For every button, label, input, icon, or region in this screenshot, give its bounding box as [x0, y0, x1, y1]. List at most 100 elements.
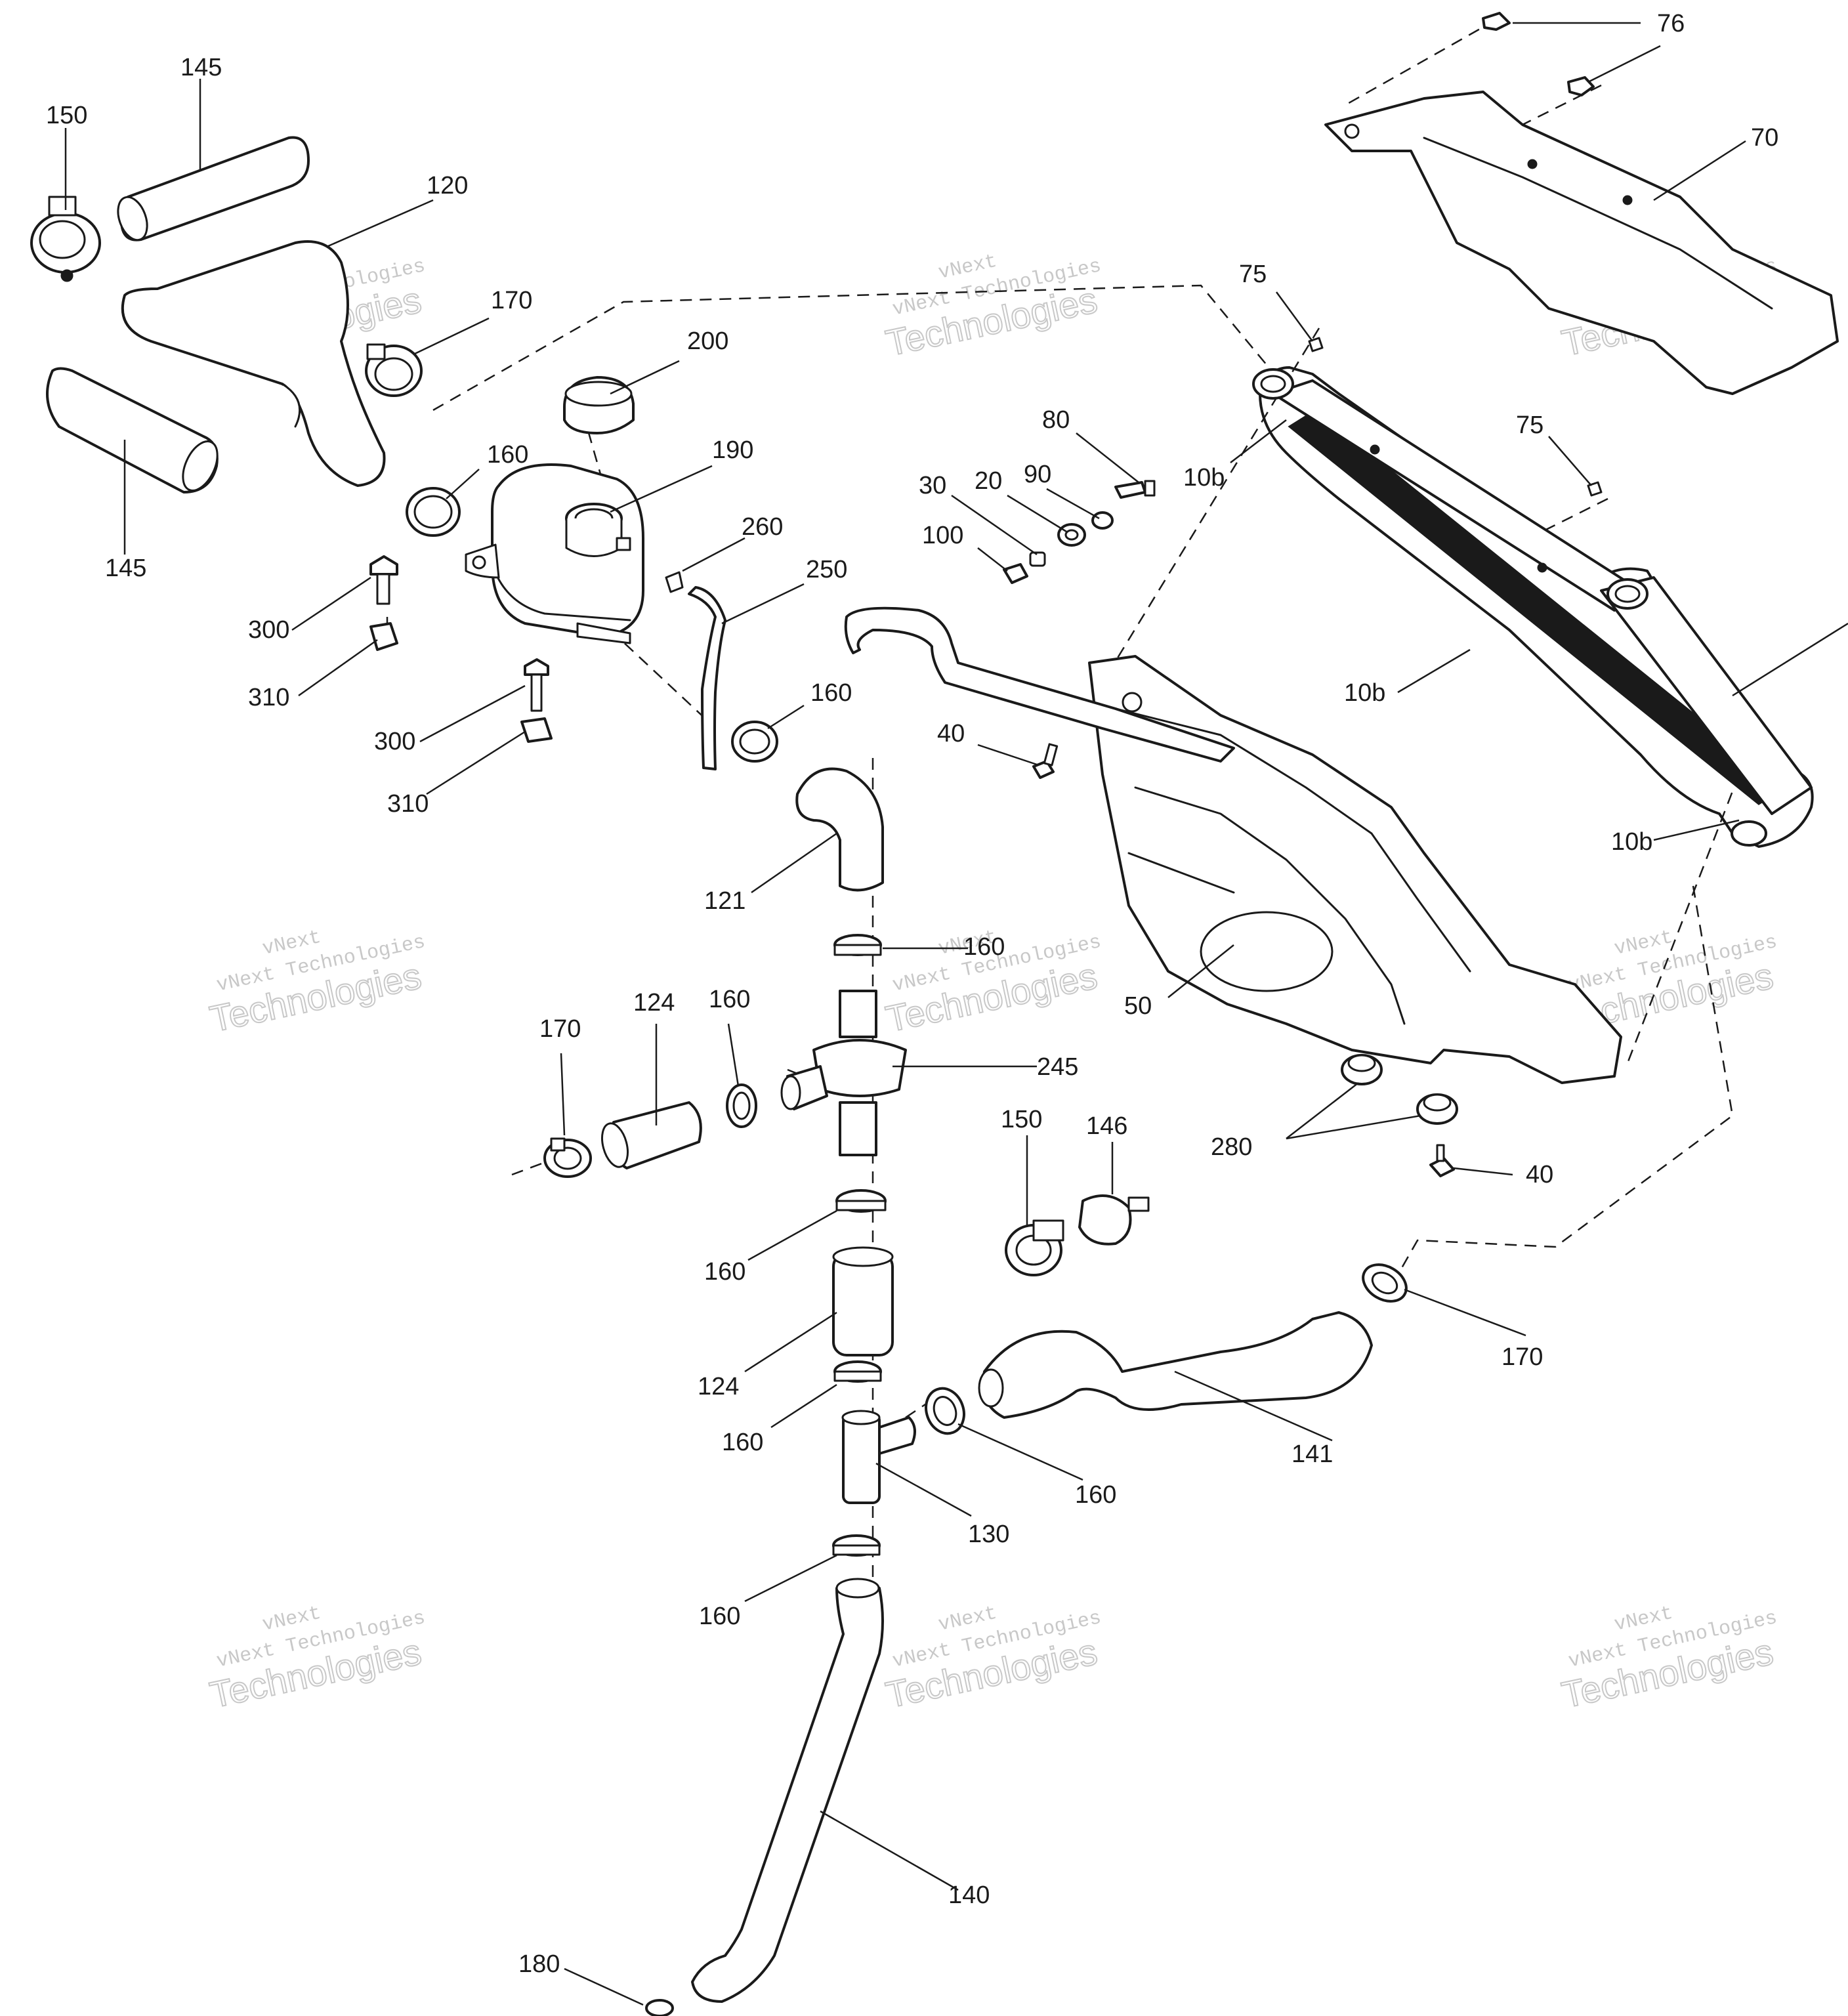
callout-145: 145: [105, 555, 146, 582]
hose-121: [795, 767, 884, 892]
callout-20: 20: [975, 467, 1002, 495]
bolt-300-upper: [369, 555, 398, 605]
callout-labels: 145 150 120 170 145 200 160 190 260 250 …: [46, 10, 1778, 1978]
spacer-30: [1029, 551, 1046, 567]
clamp-160-d: [726, 1083, 757, 1128]
hose-141: [978, 1311, 1373, 1419]
watermark: vNext vNext Technologies Technologies: [205, 927, 427, 1041]
callout-140: 140: [948, 1881, 990, 1909]
callout-160: 160: [704, 1258, 746, 1286]
callout-75: 75: [1516, 411, 1544, 439]
fitting-260: [665, 571, 684, 593]
callout-76: 76: [1657, 10, 1685, 37]
callout-10b: 10b: [1344, 679, 1385, 707]
callout-130: 130: [968, 1521, 1009, 1548]
clamp-160-h: [925, 1387, 965, 1435]
coolant-reservoir-190: [465, 463, 644, 644]
callout-170: 170: [491, 287, 532, 314]
callout-250: 250: [806, 556, 847, 583]
watermark: vNext vNext Technologies Technologies: [205, 1603, 427, 1717]
callout-170: 170: [539, 1015, 581, 1043]
callout-124: 124: [633, 989, 675, 1017]
callout-40: 40: [1526, 1161, 1553, 1188]
clamp-146: [1078, 1194, 1150, 1246]
reservoir-cap-200: [563, 376, 635, 434]
clamp-170-upper: [365, 343, 423, 397]
callout-170: 170: [1502, 1343, 1543, 1371]
watermark-group: vNext vNext Technologies Technologies vN…: [205, 251, 1779, 1717]
hose-124-horizontal: [601, 1101, 702, 1169]
washer-90: [1091, 511, 1114, 530]
watermark: vNext vNext Technologies Technologies: [881, 927, 1103, 1041]
callout-75: 75: [1239, 261, 1267, 288]
clamp-160-c: [833, 934, 882, 956]
nut-100: [1003, 563, 1028, 584]
callout-190: 190: [712, 436, 753, 464]
callout-300: 300: [374, 728, 415, 755]
callout-245: 245: [1037, 1053, 1078, 1081]
callout-160: 160: [963, 933, 1005, 961]
callout-300: 300: [248, 616, 289, 644]
bolt-76: [1482, 12, 1595, 96]
clamp-150-lower: [1005, 1219, 1064, 1276]
callout-120: 120: [427, 172, 468, 200]
fan-shroud-50: [844, 606, 1622, 1084]
callout-310: 310: [387, 790, 429, 818]
nut-310-lower: [520, 717, 553, 743]
nut-310-upper: [369, 622, 398, 651]
hose-124-vertical: [832, 1246, 894, 1356]
clamp-160-g: [832, 1534, 881, 1557]
screw-80: [1114, 480, 1156, 499]
callout-121: 121: [704, 887, 746, 915]
callout-200: 200: [687, 327, 728, 355]
callout-145: 145: [180, 54, 222, 81]
hose-120: [121, 240, 386, 487]
callout-124: 124: [698, 1373, 739, 1400]
bolt-300-lower: [524, 658, 549, 712]
clamp-160-f: [833, 1360, 882, 1383]
tee-fitting-130: [841, 1410, 916, 1504]
bolt-40-lower: [1429, 1144, 1455, 1177]
clamp-160-a: [406, 487, 461, 537]
radiator-10b: [1252, 366, 1814, 848]
callout-260: 260: [742, 513, 783, 541]
callout-310: 310: [248, 684, 289, 711]
callout-160: 160: [709, 986, 750, 1013]
callout-180: 180: [518, 1950, 560, 1978]
bolt-40-upper: [1032, 743, 1059, 779]
callout-146: 146: [1086, 1112, 1127, 1140]
clamp-160-e: [835, 1189, 887, 1213]
callout-160: 160: [487, 441, 528, 469]
callout-70: 70: [1751, 124, 1778, 152]
callout-30: 30: [919, 472, 946, 499]
callout-141: 141: [1292, 1440, 1333, 1468]
clamp-150: [30, 196, 101, 282]
clamp-180: [645, 1999, 674, 2016]
clamp-170-middle: [543, 1137, 592, 1178]
callout-40: 40: [937, 720, 965, 747]
hose-145-lower: [46, 367, 219, 494]
callout-160: 160: [810, 679, 852, 707]
callout-160: 160: [722, 1429, 763, 1456]
hose-145-upper: [117, 136, 310, 242]
bracket-70: [1324, 91, 1839, 395]
leader-lines: [64, 22, 1848, 2006]
callout-100: 100: [922, 522, 963, 549]
grommet-280: [1341, 1054, 1458, 1125]
watermark: vNext vNext Technologies Technologies: [1557, 1603, 1779, 1717]
callout-90: 90: [1024, 461, 1051, 488]
watermark: vNext vNext Technologies Technologies: [881, 1603, 1103, 1717]
callout-10b: 10b: [1183, 464, 1225, 492]
callout-280: 280: [1211, 1133, 1252, 1161]
callout-150: 150: [1001, 1106, 1042, 1133]
callout-50: 50: [1124, 992, 1152, 1020]
callout-160: 160: [699, 1603, 740, 1630]
callout-80: 80: [1042, 406, 1070, 434]
watermark: vNext vNext Technologies Technologies: [881, 251, 1103, 365]
thermostat-housing-245: [780, 990, 907, 1156]
hose-140: [691, 1578, 884, 2003]
callout-150: 150: [46, 102, 87, 129]
hose-250: [688, 586, 726, 770]
grommet-20: [1057, 523, 1086, 547]
